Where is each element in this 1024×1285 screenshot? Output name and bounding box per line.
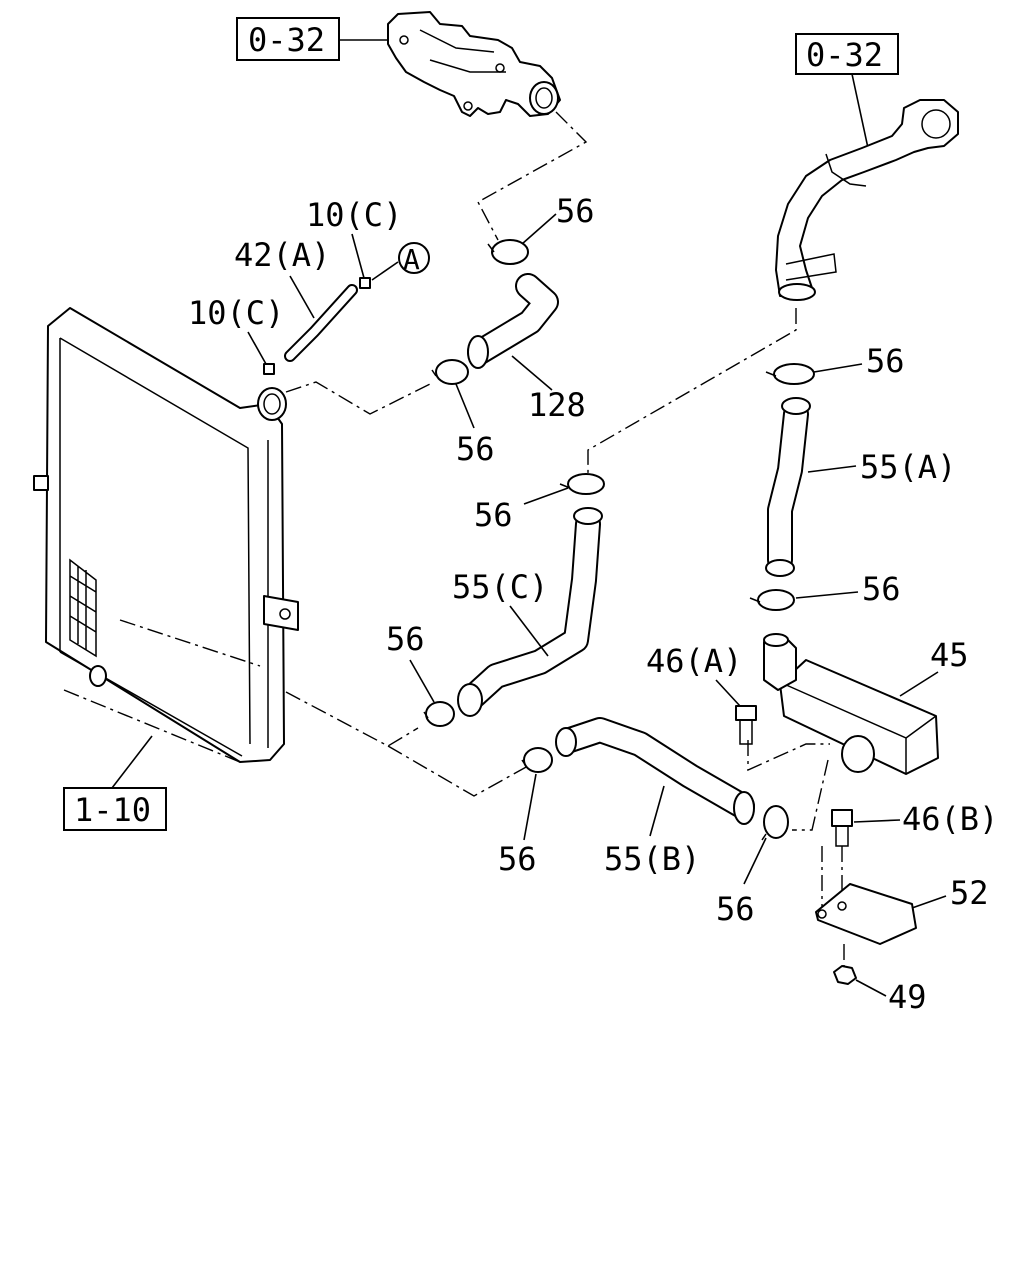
dashline-bolt-46a	[747, 740, 830, 772]
upper-pipe-part	[775, 99, 959, 301]
clamp-56-g-part	[521, 747, 553, 773]
leader-56-b	[455, 383, 475, 429]
callout-55c[interactable]: 55(C)	[452, 568, 548, 606]
leader-55c	[509, 605, 549, 657]
dashline-pipe-to-55c	[587, 308, 797, 480]
leader-56-e	[795, 591, 859, 599]
svg-text:0-32: 0-32	[248, 21, 325, 59]
dashline-radiator-to-clamp-upper	[285, 381, 431, 415]
callout-55a[interactable]: 55(A)	[860, 448, 956, 486]
thermostat-housing-part	[387, 11, 561, 117]
callout-52[interactable]: 52	[950, 874, 989, 912]
dashline-housing-to-128	[477, 111, 588, 241]
leader-56-c	[813, 363, 863, 373]
leader-42a	[289, 275, 315, 319]
callout-49[interactable]: 49	[888, 978, 927, 1016]
leader-55b	[649, 785, 665, 837]
callout-56-f[interactable]: 56	[386, 620, 425, 658]
clamp-56-d-part	[559, 473, 605, 495]
clamp-56-c-part	[765, 363, 815, 385]
clamp-56-f-part	[423, 701, 455, 727]
leader-10c-left	[247, 331, 267, 365]
callout-56-c[interactable]: 56	[866, 342, 905, 380]
callout-42a[interactable]: 42(A)	[234, 236, 330, 274]
dashline-radiator-to-55b	[387, 745, 529, 797]
callout-56-b[interactable]: 56	[456, 430, 495, 468]
callout-10c-left[interactable]: 10(C)	[188, 294, 284, 332]
ref-box-top-left[interactable]: 0-32	[236, 17, 340, 61]
dashline-radiator-to-clamp-lower	[285, 691, 419, 747]
bolt-46a-part	[735, 705, 757, 745]
callout-46a[interactable]: 46(A)	[646, 642, 742, 680]
dashline-radiator-inner	[119, 619, 261, 667]
leader-128	[511, 355, 553, 391]
clamp-56-a-part	[487, 239, 529, 265]
hose-55b-part	[555, 717, 755, 825]
hose-55c-part	[457, 507, 603, 717]
marker-circle-a[interactable]: A	[398, 242, 430, 276]
leader-56-a	[521, 213, 557, 245]
leader-circle-a	[371, 261, 399, 281]
ref-box-radiator[interactable]: 1-10	[63, 787, 167, 831]
callout-56-d[interactable]: 56	[474, 496, 513, 534]
nut-49-part	[833, 965, 857, 985]
leader-ref-radiator	[111, 735, 153, 789]
radiator-part	[33, 307, 299, 763]
leader-56-g	[523, 773, 537, 841]
callout-46b[interactable]: 46(B)	[902, 800, 998, 838]
leader-46b	[853, 819, 901, 823]
small-hose-42a-part	[263, 277, 371, 375]
leader-10c-top	[351, 233, 365, 279]
ref-box-top-right[interactable]: 0-32	[795, 33, 899, 75]
clamp-56-e-part	[749, 589, 795, 611]
callout-56-h[interactable]: 56	[716, 890, 755, 928]
callout-56-e[interactable]: 56	[862, 570, 901, 608]
leader-49	[855, 979, 887, 997]
clamp-56-h-part	[761, 805, 789, 841]
hose-55a-part	[765, 397, 811, 577]
leader-56-f	[409, 659, 435, 703]
leader-56-h	[743, 837, 767, 885]
callout-56-a[interactable]: 56	[556, 192, 595, 230]
callout-45[interactable]: 45	[930, 636, 969, 674]
leader-52	[911, 895, 947, 909]
dashline-intercooler-to-clamp	[792, 759, 829, 831]
svg-text:0-32: 0-32	[806, 36, 883, 74]
svg-text:A: A	[403, 243, 420, 276]
bolt-46b-part	[831, 809, 853, 847]
dashline-radiator-base	[63, 689, 241, 763]
leader-46a	[715, 679, 741, 707]
intercooler-45-part	[763, 633, 939, 775]
callout-55b[interactable]: 55(B)	[604, 840, 700, 878]
hose-128-part	[467, 273, 559, 369]
leader-56-d	[523, 487, 569, 505]
leader-ref-top-right	[851, 73, 869, 149]
callout-56-g[interactable]: 56	[498, 840, 537, 878]
leader-55a	[807, 465, 857, 473]
bracket-52-part	[815, 883, 917, 945]
leader-45	[899, 671, 939, 697]
clamp-56-b-part	[431, 359, 469, 385]
callout-10c-top[interactable]: 10(C)	[306, 196, 402, 234]
callout-128[interactable]: 128	[528, 386, 586, 424]
svg-text:1-10: 1-10	[74, 791, 151, 829]
